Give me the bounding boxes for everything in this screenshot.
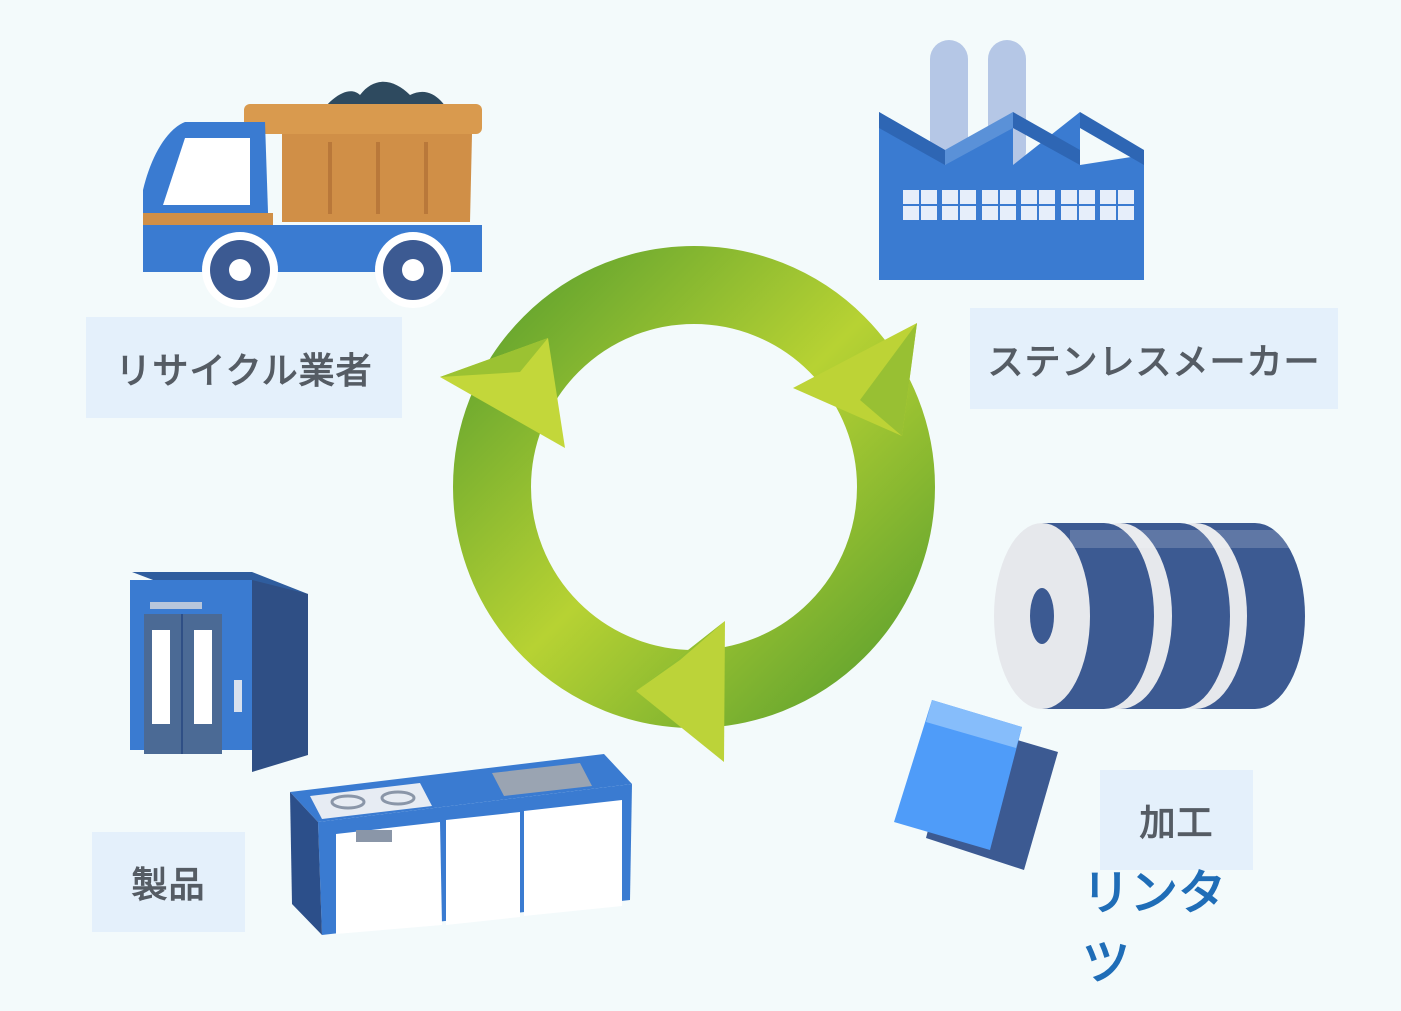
factory-icon bbox=[879, 40, 1144, 280]
label-products: 製品 bbox=[92, 832, 245, 932]
steel-sheet-icon bbox=[894, 700, 1058, 870]
dump-truck-icon bbox=[143, 81, 482, 308]
kitchen-counter-icon bbox=[290, 754, 632, 935]
label-processing: 加工 bbox=[1100, 770, 1253, 870]
steel-coil-icon bbox=[994, 523, 1305, 709]
elevator-icon bbox=[130, 572, 308, 772]
brand-name: リンタツ bbox=[1082, 865, 1227, 991]
label-stainless-maker: ステンレスメーカー bbox=[970, 308, 1338, 409]
cycle-arrows-icon bbox=[440, 246, 935, 762]
label-recycler: リサイクル業者 bbox=[86, 317, 402, 418]
